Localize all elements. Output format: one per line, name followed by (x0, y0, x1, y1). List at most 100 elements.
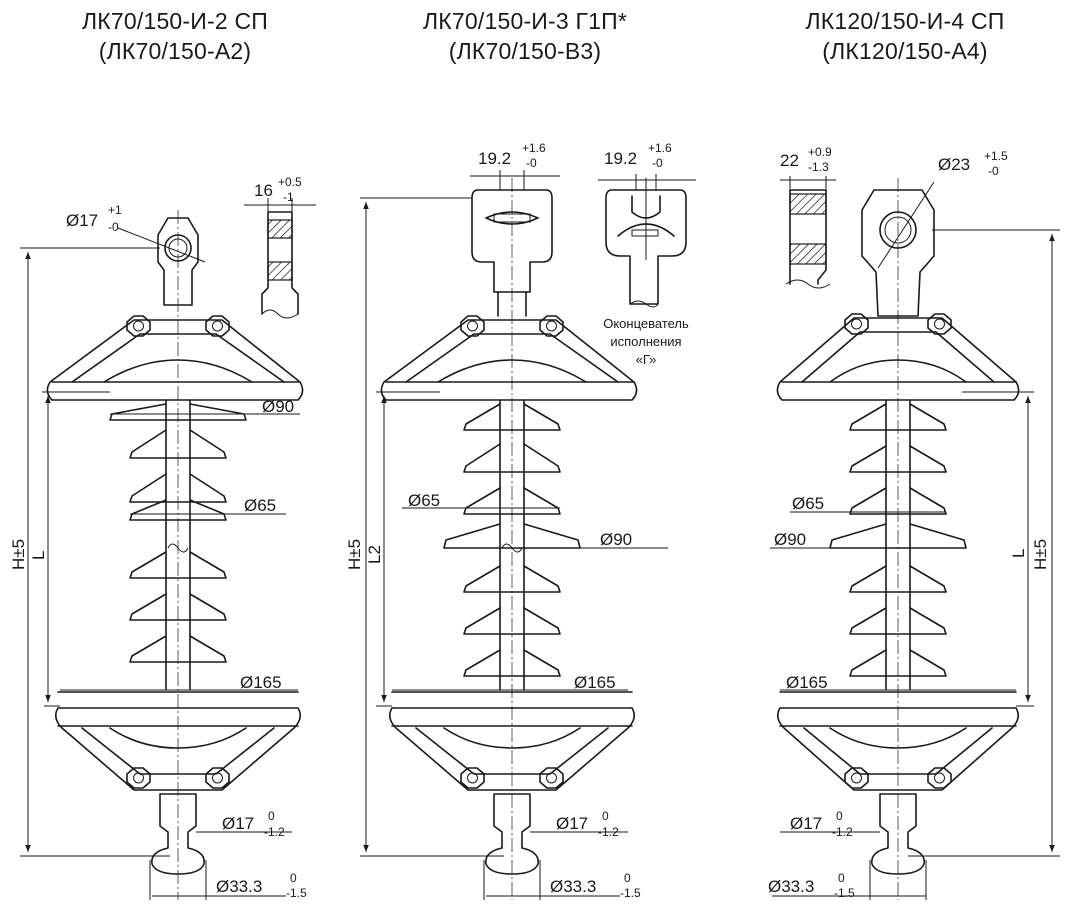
dim-right-top-eye: Ø23 (938, 155, 970, 174)
variant-note-line3: «Г» (636, 352, 657, 367)
dim-right-ball-tol-plus: 0 (838, 871, 845, 885)
side-section-right (780, 176, 836, 289)
dim-left-pin-tol-plus: 0 (268, 809, 275, 823)
dim-middle-socket-tol-minus: -0 (526, 156, 537, 170)
insulator-left: Ø17 +1 -0 16 +0.5 -1 Ø90 Ø65 Ø165 Ø17 0 … (9, 175, 316, 900)
dim-left-ball: Ø33.3 (216, 877, 262, 896)
dimensions-left (20, 198, 316, 900)
dim-middle-h: H±5 (345, 539, 364, 570)
ball-fitting-middle (485, 793, 539, 875)
dim-middle-socket-tol-plus: +1.6 (522, 141, 546, 155)
bolt-head-middle-4 (539, 767, 564, 789)
dim-middle-variant-tol-minus: -0 (652, 156, 663, 170)
sheds-right (829, 399, 967, 691)
bottom-ring-middle (388, 691, 636, 791)
dim-left-top-eye-tol-plus: +1 (108, 203, 122, 217)
dim-middle-variant-tol-plus: +1.6 (648, 141, 672, 155)
sheds-left (109, 399, 247, 691)
dim-left-side-tol-plus: +0.5 (278, 175, 302, 189)
ball-fitting-right (871, 793, 925, 875)
dimensions-middle (360, 170, 668, 900)
bolt-head-middle-3 (460, 767, 485, 789)
section-hatch-left-2 (267, 261, 293, 281)
insulator-right: 22 +0.9 -1.3 Ø23 +1.5 -0 Ø65 Ø90 Ø165 Ø1… (768, 145, 1060, 900)
dim-left-top-eye-tol-minus: -0 (108, 220, 119, 234)
bolt-head-middle-1 (460, 315, 485, 337)
sheds-middle (443, 399, 581, 691)
eye-fitting-right (861, 189, 935, 317)
title-middle: ЛК70/150-И-3 Г1П* (ЛК70/150-В3) (380, 6, 670, 66)
ball-fitting-left (151, 793, 205, 875)
dim-right-pin: Ø17 (790, 814, 822, 833)
dim-right-l: L (1009, 549, 1028, 558)
title-left: ЛК70/150-И-2 СП (ЛК70/150-А2) (40, 6, 310, 66)
dim-right-d90: Ø90 (774, 530, 806, 549)
dim-middle-d165: Ø165 (574, 673, 616, 692)
bolt-head-right-4 (927, 767, 952, 789)
dim-left-side-tol-minus: -1 (283, 190, 294, 204)
top-ring-middle (380, 315, 638, 401)
section-hatch-right-1 (789, 193, 827, 215)
variant-note-line2: исполнения (610, 334, 681, 349)
dim-middle-ball-tol-plus: 0 (624, 871, 631, 885)
dim-left-side: 16 (254, 181, 273, 200)
dim-right-top-eye-tol-minus: -0 (988, 164, 999, 178)
dim-left-d65: Ø65 (244, 496, 276, 515)
dim-right-d165: Ø165 (786, 673, 828, 692)
dim-middle-ball-tol-minus: -1.5 (620, 886, 641, 900)
bottom-ring-left (54, 691, 302, 791)
dim-middle-pin-tol-plus: 0 (602, 809, 609, 823)
variant-g-view (598, 174, 696, 308)
dim-left-d165: Ø165 (240, 673, 282, 692)
dim-right-top-eye-tol-plus: +1.5 (984, 149, 1008, 163)
dim-left-top-eye: Ø17 (66, 211, 98, 230)
insulator-middle: 19.2 +1.6 -0 19.2 +1.6 -0 Оконцеватель и… (345, 141, 696, 900)
dim-right-h: H±5 (1031, 539, 1050, 570)
bolt-head-left-2 (205, 315, 230, 337)
dim-middle-pin-tol-minus: -1.2 (598, 825, 619, 839)
dim-middle-d65: Ø65 (408, 491, 440, 510)
dim-left-ball-tol-plus: 0 (290, 871, 297, 885)
dim-middle-l2: L2 (365, 545, 384, 564)
top-ring-right (776, 313, 1020, 401)
bolt-head-right-3 (844, 767, 869, 789)
dim-left-h: H±5 (9, 539, 28, 570)
dim-right-side: 22 (780, 151, 799, 170)
variant-note-line1: Оконцеватель (603, 316, 689, 331)
title-right: ЛК120/150-И-4 СП (ЛК120/150-А4) (770, 6, 1040, 66)
dim-left-pin: Ø17 (222, 814, 254, 833)
dim-middle-socket: 19.2 (478, 149, 511, 168)
section-hatch-right-2 (789, 243, 827, 265)
title-left-line1: ЛК70/150-И-2 СП (81, 8, 268, 34)
dim-left-ball-tol-minus: -1.5 (286, 886, 307, 900)
dimensions-right (770, 181, 1060, 900)
eye-fitting-left (157, 217, 199, 306)
section-hatch-left-1 (267, 219, 293, 239)
dim-right-pin-tol-minus: -1.2 (832, 825, 853, 839)
title-left-line2: (ЛК70/150-А2) (98, 38, 252, 64)
bolt-head-left-3 (126, 767, 151, 789)
dim-right-d65: Ø65 (792, 494, 824, 513)
bolt-head-left-1 (126, 315, 151, 337)
title-middle-line1: ЛК70/150-И-3 Г1П* (423, 8, 627, 34)
dim-right-pin-tol-plus: 0 (836, 809, 843, 823)
title-right-line1: ЛК120/150-И-4 СП (805, 8, 1005, 34)
dim-left-d90: Ø90 (262, 397, 294, 416)
dim-left-l: L (29, 551, 48, 560)
dim-middle-pin: Ø17 (556, 814, 588, 833)
dim-middle-variant: 19.2 (604, 149, 637, 168)
dim-middle-d90: Ø90 (600, 530, 632, 549)
title-right-line2: (ЛК120/150-А4) (822, 38, 988, 64)
dim-middle-ball: Ø33.3 (550, 877, 596, 896)
bolt-head-right-1 (844, 313, 869, 335)
top-ring-left (46, 315, 304, 401)
dim-left-pin-tol-minus: -1.2 (264, 825, 285, 839)
bottom-ring-right (776, 691, 1020, 791)
dim-right-side-tol-minus: -1.3 (808, 160, 829, 174)
dim-right-side-tol-plus: +0.9 (808, 145, 832, 159)
title-middle-line2: (ЛК70/150-В3) (448, 38, 602, 64)
bolt-head-left-4 (205, 767, 230, 789)
bolt-head-middle-2 (539, 315, 564, 337)
dim-right-ball: Ø33.3 (768, 877, 814, 896)
